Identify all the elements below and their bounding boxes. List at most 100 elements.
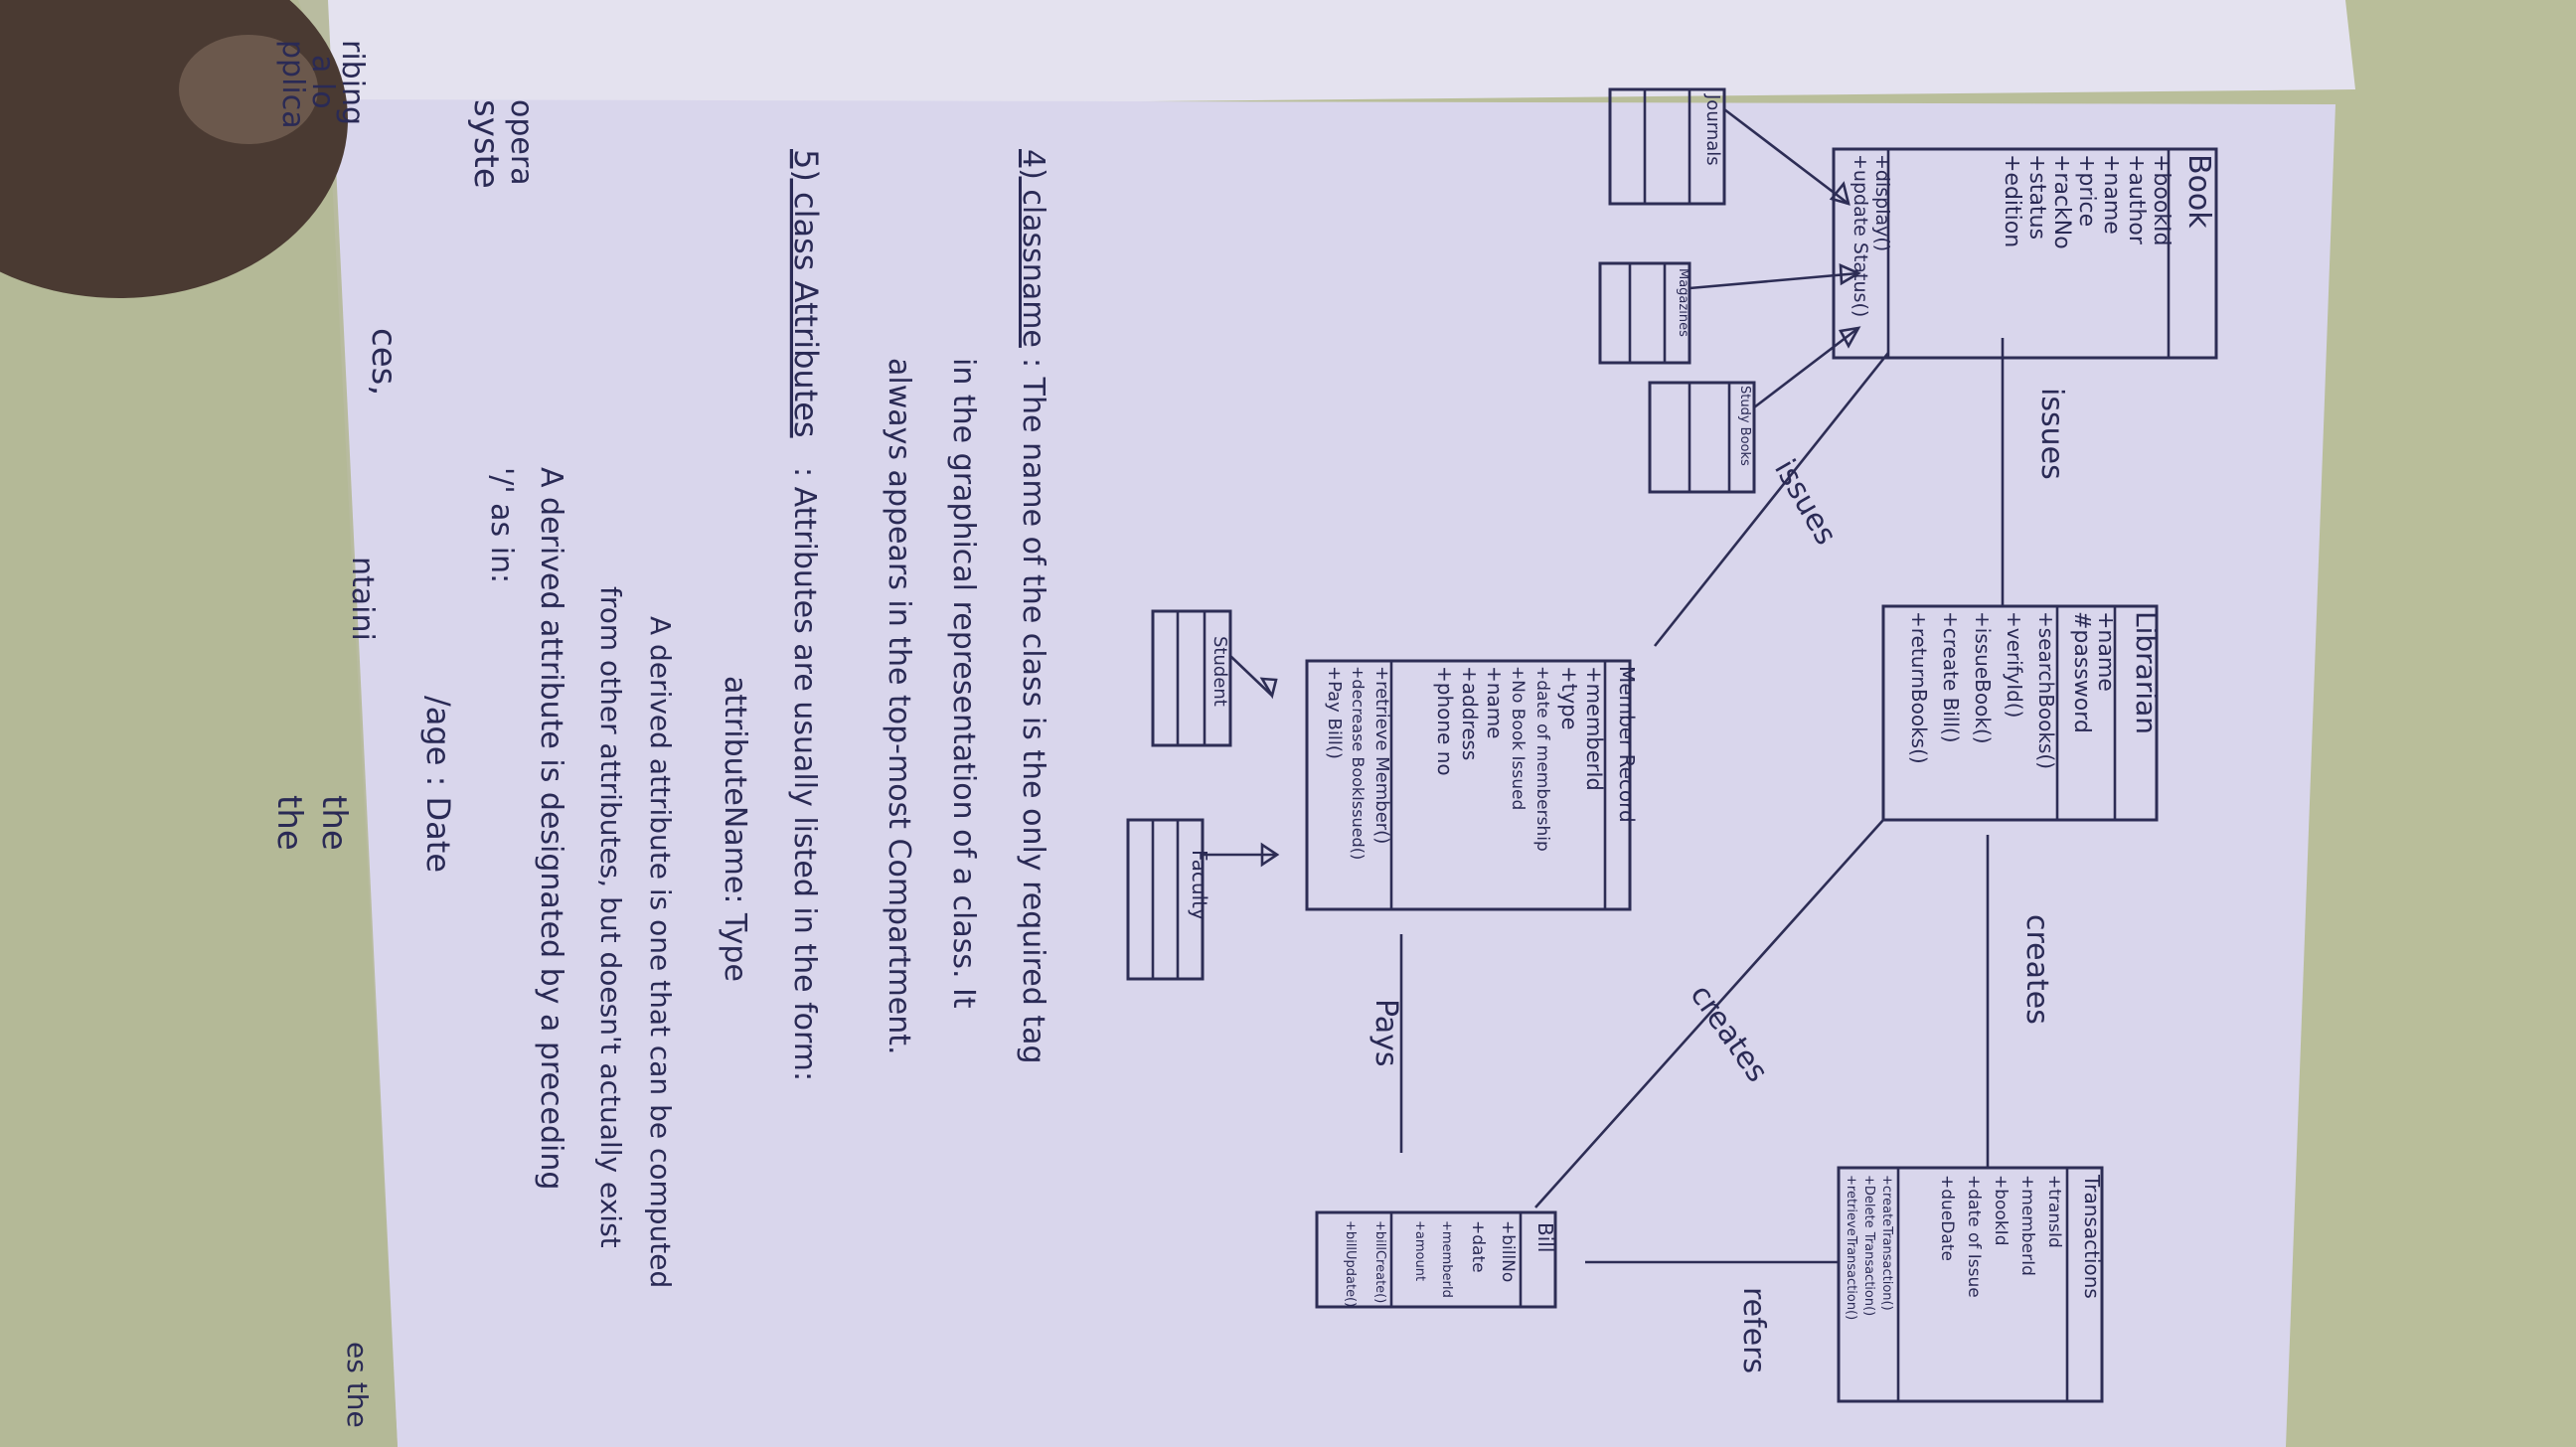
member-attr-6: +phone no (1433, 666, 1457, 776)
bill-method-0: +billCreate() (1372, 1220, 1387, 1303)
transactions-method-0: +createTransaction() (1879, 1175, 1894, 1311)
journals-to-book-link (1723, 107, 1850, 206)
class-member-record: Member Record +memberId +type +date of m… (1305, 659, 1639, 911)
transactions-method-1: +Delete Transaction() (1861, 1175, 1876, 1316)
student-to-member-link (1229, 655, 1273, 697)
journals-title: Journals (1702, 93, 1723, 166)
prev-fragment-1: ribing (335, 40, 370, 125)
book-method-0: +display() (1871, 154, 1893, 251)
thumb-nail (179, 35, 318, 144)
study-books-arrowhead (1839, 326, 1861, 349)
bill-attr-3: +amount (1412, 1220, 1427, 1281)
bill-attr-1: +date (1468, 1220, 1488, 1273)
note-4-line-2: in the graphical representation of a cla… (946, 358, 981, 1009)
transactions-attr-3: +date of Issue (1964, 1175, 1984, 1298)
pays-label: Pays (1368, 999, 1403, 1067)
member-method-0: +retrieve Member() (1371, 666, 1392, 844)
class-study-books: Study Books (1648, 381, 1756, 494)
librarian-method-0: +searchBooks() (2034, 611, 2058, 769)
class-faculty: Faculty (1126, 818, 1211, 981)
class-student: Student (1151, 609, 1232, 747)
bill-attr-2: +memberId (1439, 1220, 1454, 1298)
class-bill: Bill +billNo +date +memberId +amount +bi… (1315, 1210, 1557, 1309)
member-attr-1: +type (1557, 666, 1581, 730)
book-attr-5: +status (2024, 154, 2049, 240)
issues-label-1: issues (2034, 388, 2069, 480)
member-attr-0: +memberId (1582, 666, 1606, 791)
class-book: Book +bookId +author +name +price +rackN… (1832, 147, 2218, 360)
librarian-method-1: +verifyId() (2003, 611, 2026, 718)
bill-title: Bill (1533, 1222, 1557, 1252)
member-attr-2: +date of membership (1532, 666, 1552, 852)
transactions-attr-4: +dueDate (1937, 1175, 1957, 1261)
book-attr-3: +price (2074, 154, 2099, 227)
note-4-line-1: : The name of the class is the only requ… (1016, 358, 1050, 1064)
note-4-line-3: always appears in the top-most Compartme… (882, 358, 916, 1055)
notebook-page (328, 99, 2335, 1447)
note-5-label: 5) class Attributes (787, 149, 825, 438)
transactions-attr-0: +transId (2044, 1175, 2064, 1248)
prev-fragment-10: es the (341, 1342, 374, 1428)
note-5-line-4: A derived attribute is designated by a p… (534, 467, 568, 1190)
member-method-1: +decrease BookIssued() (1349, 666, 1368, 860)
librarian-title: Librarian (2130, 611, 2163, 734)
book-attr-1: +author (2124, 154, 2149, 245)
creates-label-1: creates (2019, 914, 2054, 1025)
student-arrowhead (1259, 677, 1278, 700)
note-5-example: /age : Date (419, 696, 457, 873)
prev-fragment-4: opera (504, 99, 539, 186)
study-books-title: Study Books (1737, 386, 1752, 466)
note-5-line-5: '/' as in: (484, 467, 519, 583)
transactions-method-2: +retrieveTransaction() (1844, 1175, 1858, 1320)
note-5-form: attributeName: Type (718, 676, 752, 982)
bill-attr-0: +billNo (1498, 1220, 1518, 1282)
member-method-2: +Pay Bill() (1324, 666, 1345, 759)
book-title: Book (2181, 154, 2216, 229)
book-attr-4: +rackNo (2049, 154, 2074, 249)
prev-fragment-6: ces, (364, 328, 403, 396)
class-transactions: Transactions +transId +memberId +bookId … (1837, 1166, 2104, 1403)
prev-fragment-8: the (314, 795, 354, 851)
note-4-label: 4) classname (1016, 149, 1050, 348)
left-page-strip (0, 0, 398, 1447)
note-5-line-2: A derived attribute is one that can be c… (644, 616, 677, 1288)
librarian-attr-0: +name (2093, 611, 2118, 692)
magazines-arrowhead (1839, 262, 1861, 286)
book-attr-2: +name (2099, 154, 2124, 235)
magazines-to-book-link (1689, 271, 1859, 290)
member-attr-3: +No Book Issued (1508, 666, 1528, 810)
book-attr-6: +edition (2000, 154, 2024, 247)
book-method-1: +update Status() (1850, 154, 1871, 317)
prev-fragment-9: the (269, 795, 309, 851)
class-journals: Journals (1608, 87, 1726, 206)
member-record-title: Member Record (1615, 666, 1639, 823)
librarian-method-2: +issueBook() (1971, 611, 1995, 744)
transactions-attr-1: +memberId (2017, 1175, 2037, 1276)
book-member-link (1653, 352, 1890, 647)
prev-fragment-5: syste (466, 99, 506, 189)
transactions-title: Transactions (2080, 1174, 2104, 1299)
prev-fragment-7: ntaini (345, 557, 380, 641)
book-attr-0: +bookId (2149, 154, 2174, 246)
faculty-arrowhead (1260, 842, 1280, 868)
student-title: Student (1209, 636, 1230, 707)
journals-arrowhead (1829, 181, 1851, 206)
faculty-title: Faculty (1188, 850, 1211, 920)
librarian-attr-1: #password (2069, 611, 2094, 733)
librarian-bill-link (1534, 819, 1884, 1208)
librarian-method-3: +create Bill() (1939, 611, 1963, 743)
magazines-title: Magazines (1676, 268, 1690, 337)
prev-fragment-2: a lo (305, 55, 340, 109)
refers-label: refers (1736, 1287, 1771, 1373)
librarian-method-4: +returnBooks() (1907, 611, 1931, 764)
transactions-attr-2: +bookId (1991, 1175, 2011, 1246)
member-attr-5: +address (1458, 666, 1482, 760)
previous-page (298, 0, 2355, 109)
study-books-to-book-link (1753, 326, 1859, 409)
bill-method-1: +billUpdate() (1343, 1220, 1358, 1307)
note-5-line-3: from other attributes, but doesn't actua… (594, 586, 627, 1248)
member-attr-4: +name (1483, 666, 1507, 738)
class-magazines: Magazines (1598, 261, 1691, 365)
note-5-line-1: : Attributes are usually listed in the f… (787, 467, 822, 1081)
class-librarian: Librarian +name #password +searchBooks()… (1881, 604, 2163, 822)
